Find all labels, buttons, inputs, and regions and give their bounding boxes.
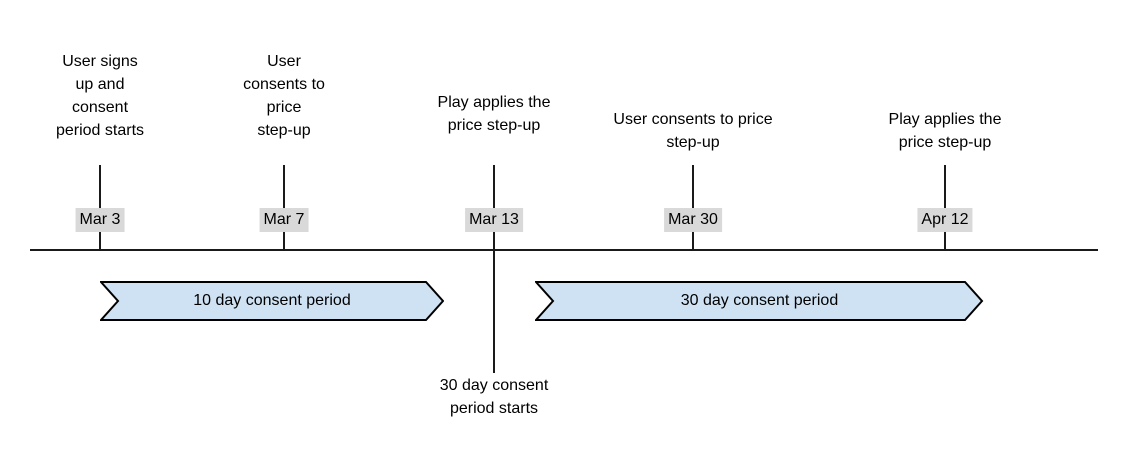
- arrow-shape-30day: [535, 281, 984, 321]
- consent-period-arrow-10day: [100, 281, 444, 321]
- event-date-mar3: Mar 3: [75, 208, 125, 232]
- event-tick-mar3: [99, 165, 101, 249]
- event-label-consent-1: User consents to price step-up: [243, 53, 325, 139]
- annotation-leader-line: [493, 251, 495, 373]
- arrow-shape-10day: [100, 281, 444, 321]
- event-date-mar7: Mar 7: [259, 208, 309, 232]
- event-date-mar30: Mar 30: [664, 208, 722, 232]
- event-tick-mar7: [283, 165, 285, 249]
- consent-period-label-10day: 10 day consent period: [193, 292, 351, 309]
- event-tick-apr12: [944, 165, 946, 249]
- event-label-consent-2: User consents to price step-up: [613, 111, 773, 151]
- event-tick-mar13: [493, 165, 495, 249]
- event-date-mar13: Mar 13: [465, 208, 523, 232]
- annotation-30day-start: 30 day consent period starts: [439, 377, 549, 417]
- timeline-axis: [30, 249, 1098, 251]
- event-label-apply-1: Play applies the price step-up: [437, 94, 551, 134]
- consent-period-label-30day: 30 day consent period: [680, 292, 839, 309]
- event-label-apply-2: Play applies the price step-up: [888, 111, 1002, 151]
- consent-period-arrow-30day: [535, 281, 984, 321]
- event-tick-mar30: [692, 165, 694, 249]
- event-label-signup: User signs up and consent period starts: [55, 53, 145, 139]
- event-date-apr12: Apr 12: [917, 208, 973, 232]
